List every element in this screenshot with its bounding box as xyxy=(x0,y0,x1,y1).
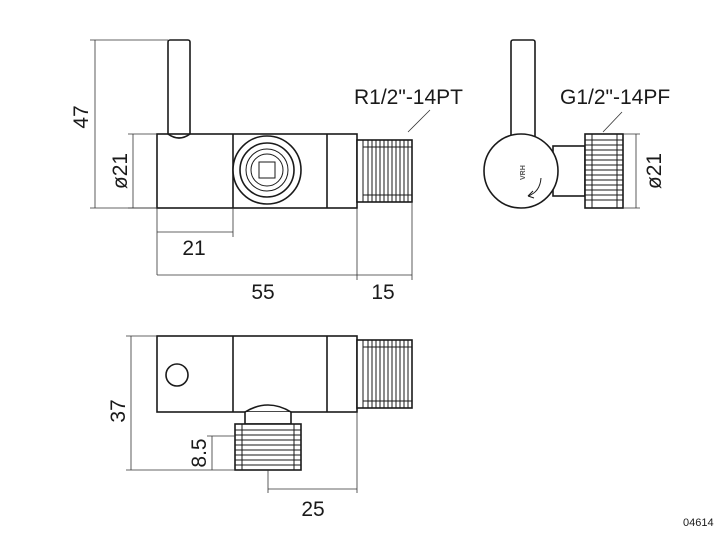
dim-37: 37 xyxy=(107,335,235,471)
thread-front xyxy=(356,139,413,203)
handle-hole xyxy=(165,363,189,387)
svg-text:37: 37 xyxy=(107,399,130,422)
part-code: 04614 xyxy=(683,517,714,529)
svg-text:21: 21 xyxy=(182,237,205,260)
svg-text:ø21: ø21 xyxy=(643,153,666,189)
side-thread-label: G1/2"-14PF xyxy=(560,86,670,109)
brand-logo: VRH xyxy=(520,165,527,180)
front-thread-label: R1/2"-14PT xyxy=(354,86,463,109)
thread-bottom-outlet xyxy=(234,423,302,471)
svg-text:25: 25 xyxy=(301,498,324,521)
dim-47: 47 xyxy=(70,39,168,209)
dim-15: 15 xyxy=(357,274,412,304)
thread-bottom-right xyxy=(356,339,413,409)
svg-text:15: 15 xyxy=(371,281,394,304)
thread-side xyxy=(584,133,624,209)
outlet-port xyxy=(232,135,302,205)
dim-55: 55 xyxy=(157,202,413,304)
dim-side-diameter: ø21 xyxy=(623,133,666,209)
side-view: VRH G1/2"-14PF ø21 xyxy=(483,39,670,209)
svg-text:8.5: 8.5 xyxy=(188,438,211,467)
dim-front-diameter: ø21 xyxy=(109,133,157,209)
bottom-view: 37 8.5 25 xyxy=(107,335,413,521)
svg-text:ø21: ø21 xyxy=(109,153,132,189)
side-round-body xyxy=(483,133,559,209)
front-view: R1/2"-14PT 47 ø21 21 55 xyxy=(70,39,463,304)
dim-21: 21 xyxy=(156,208,234,275)
lever-handle xyxy=(167,39,191,138)
svg-text:47: 47 xyxy=(70,105,93,128)
dim-25: 25 xyxy=(267,412,358,521)
svg-text:55: 55 xyxy=(251,281,274,304)
dim-8-5: 8.5 xyxy=(188,435,235,470)
rotation-arrow-icon xyxy=(527,177,542,197)
